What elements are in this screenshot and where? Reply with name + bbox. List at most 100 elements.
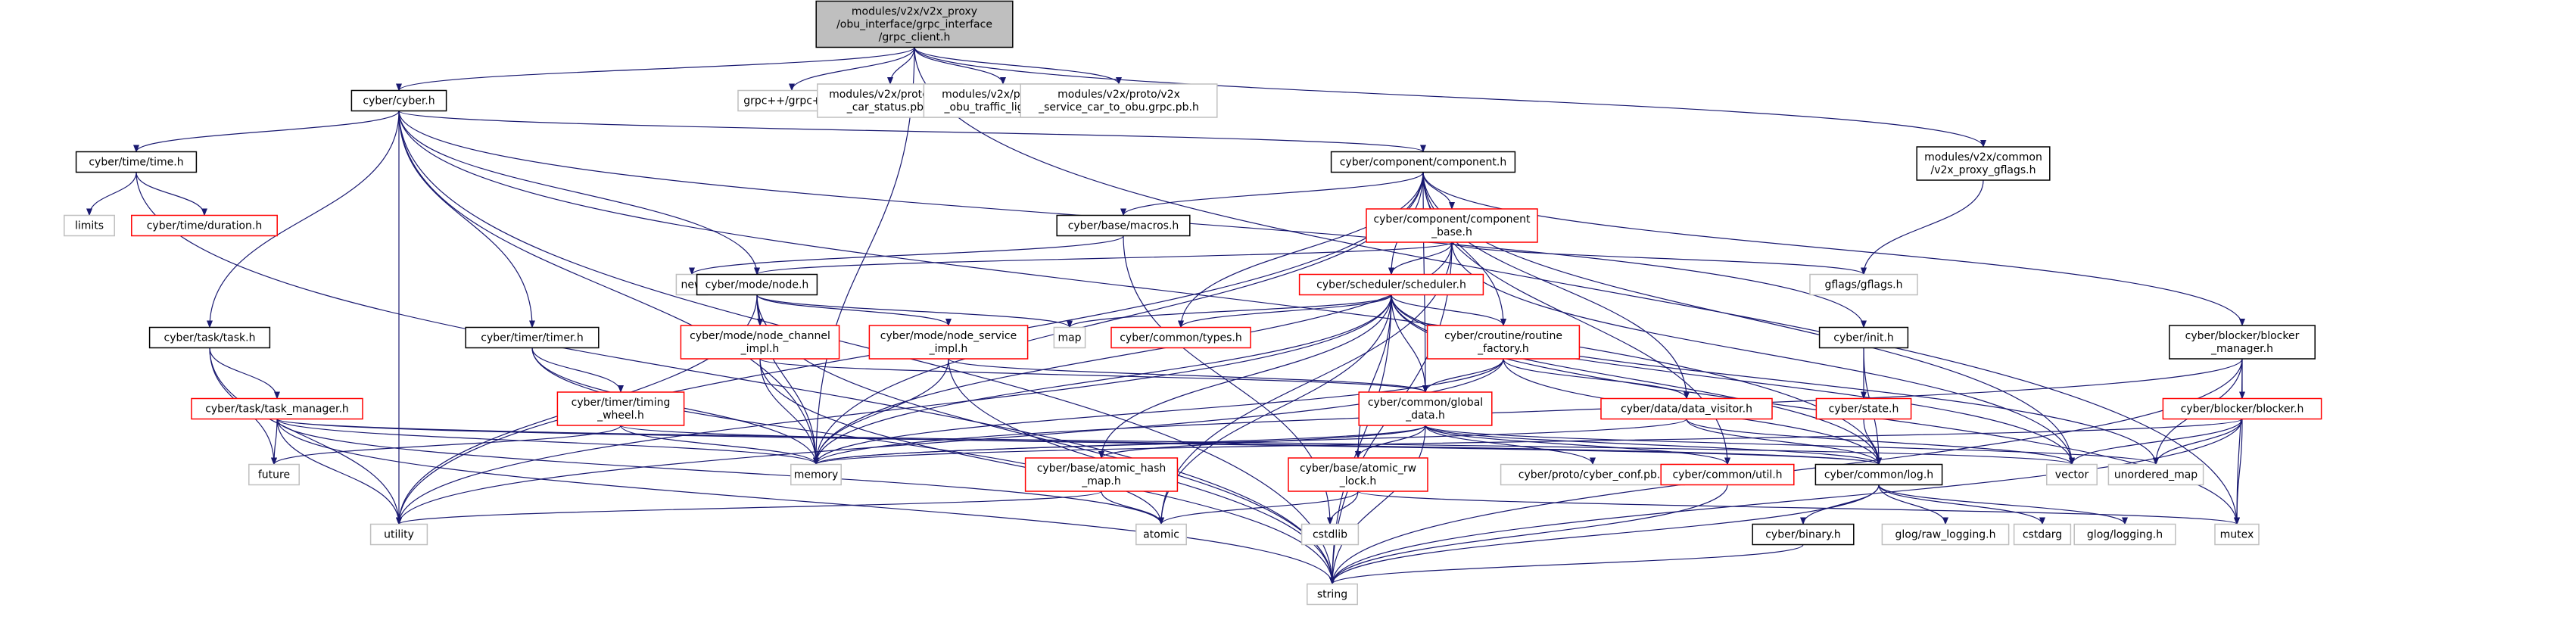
node-types-h[interactable]: cyber/common/types.h (1110, 326, 1251, 349)
node-label-line: utility (384, 529, 414, 541)
node-atomic-rw-lock[interactable]: cyber/base/atomic_rw_lock.h (1288, 457, 1428, 492)
node-root[interactable]: modules/v2x/v2x_proxy/obu_interface/grpc… (815, 0, 1014, 48)
edge-node-service-to-memory (813, 358, 949, 466)
node-box (1307, 583, 1358, 606)
node-node-h[interactable]: cyber/mode/node.h (696, 273, 818, 296)
node-gflags: gflags/gflags.h (1809, 273, 1918, 296)
node-atomic-hash-map[interactable]: cyber/base/atomic_hash_map.h (1024, 457, 1179, 492)
edge-scheduler-h-to-types-h (1178, 294, 1392, 329)
node-box (2073, 523, 2176, 546)
node-label-line: memory (794, 469, 839, 481)
edge-cyber-h-to-node-h (398, 111, 760, 276)
edge-scheduler-h-to-atomic-hash-map (1098, 294, 1392, 459)
node-cyber-h[interactable]: cyber/cyber.h (350, 89, 447, 112)
node-label-line: cyber/mode/node_channel (690, 330, 830, 342)
node-label-line: cyber/data/data_visitor.h (1621, 403, 1752, 416)
edge-component-h-to-blocker-manager (1422, 172, 2245, 326)
node-label-line: /grpc_client.h (879, 32, 951, 44)
node-task-h[interactable]: cyber/task/task.h (148, 326, 271, 349)
node-duration-h[interactable]: cyber/time/duration.h (131, 214, 278, 237)
node-label-line: cyber/base/atomic_rw (1300, 462, 1416, 475)
node-label-line: vector (2055, 469, 2089, 481)
node-macros-h[interactable]: cyber/base/macros.h (1056, 214, 1191, 237)
node-box (1110, 326, 1251, 349)
edge-global-data-to-string (1329, 425, 1426, 585)
node-binary-h[interactable]: cyber/binary.h (1752, 523, 1855, 546)
edge-routine-factory-to-global-data (1422, 358, 1504, 393)
edge-atomic-hash-map-to-atomic (1101, 491, 1164, 525)
edge-cyber-h-to-log-h (398, 111, 1882, 466)
node-box (1056, 214, 1191, 237)
node-node-channel[interactable]: cyber/mode/node_channel_impl.h (680, 325, 840, 360)
node-box (1366, 208, 1538, 243)
node-label-line: cyber/blocker/blocker.h (2181, 403, 2304, 416)
edge-blocker-manager-to-mutex (2234, 358, 2243, 525)
node-box (815, 0, 1014, 48)
node-blocker-h[interactable]: cyber/blocker/blocker.h (2162, 397, 2322, 420)
edge-atomic-rw-lock-to-atomic (1158, 491, 1359, 525)
node-log-h[interactable]: cyber/common/log.h (1814, 463, 1943, 486)
node-label-line: cyber/cyber.h (363, 95, 435, 107)
node-blocker-manager[interactable]: cyber/blocker/blocker_manager.h (2169, 325, 2316, 360)
node-scheduler-h[interactable]: cyber/scheduler/scheduler.h (1298, 273, 1484, 296)
edge-root-to-mutex (914, 47, 2240, 525)
node-cyber-conf: cyber/proto/cyber_conf.pb.h (1500, 463, 1686, 486)
edge-task-manager-to-vector (276, 418, 2075, 466)
node-label-line: cyber/init.h (1833, 332, 1893, 344)
node-label-line: _lock.h (1339, 475, 1377, 487)
edge-routine-factory-to-data-visitor (1503, 358, 1690, 400)
node-data-visitor[interactable]: cyber/data/data_visitor.h (1600, 397, 1773, 420)
edge-time-h-to-string (135, 172, 1335, 585)
node-label-line: _base.h (1431, 226, 1472, 238)
node-label-line: glog/raw_logging.h (1895, 529, 1996, 541)
edge-root-to-car-status (887, 47, 915, 85)
node-box (2169, 325, 2316, 360)
node-label-line: cstdarg (2023, 529, 2062, 541)
node-timing-wheel[interactable]: cyber/timer/timing_wheel.h (556, 391, 685, 426)
node-label-line: modules/v2x/common (1924, 151, 2042, 164)
edge-v2x-gflags-to-gflags (1861, 179, 1984, 276)
node-label-line: grpc++/grpc++.h (743, 95, 839, 107)
node-v2x-gflags[interactable]: modules/v2x/common/v2x_proxy_gflags.h (1916, 146, 2051, 181)
node-label-line: cyber/common/global (1368, 397, 1483, 409)
node-component-h[interactable]: cyber/component/component.h (1330, 151, 1516, 173)
edge-root-to-traffic-light (914, 47, 1006, 85)
node-label-line: limits (75, 220, 104, 232)
nodes-layer: modules/v2x/v2x_proxy/obu_interface/grpc… (64, 0, 2322, 606)
node-box (1814, 463, 1943, 486)
node-util-h[interactable]: cyber/common/util.h (1660, 463, 1795, 486)
edges-layer (86, 46, 2245, 585)
edge-global-data-to-cyber-conf (1425, 425, 1596, 466)
node-label-line: cyber/base/atomic_hash (1037, 462, 1167, 475)
edge-task-h-to-task-manager (209, 347, 280, 400)
edge-root-to-v2x-gflags (914, 47, 1986, 148)
edge-blocker-h-to-mutex (2234, 419, 2243, 525)
node-box (696, 273, 818, 296)
node-cstdarg: cstdarg (2013, 523, 2072, 546)
edge-scheduler-h-to-log-h (1391, 294, 1882, 466)
node-limits: limits (64, 214, 115, 237)
edge-root-to-grpcpp (789, 47, 915, 92)
node-label-line: modules/v2x/v2x_proxy (852, 6, 977, 18)
edge-atomic-rw-lock-to-mutex (1357, 491, 2240, 525)
node-label-line: _factory.h (1477, 343, 1529, 355)
node-init-h[interactable]: cyber/init.h (1818, 326, 1909, 349)
node-routine-factory[interactable]: cyber/croutine/routine_factory.h (1426, 325, 1581, 360)
edge-scheduler-h-to-memory (813, 294, 1392, 466)
node-task-manager[interactable]: cyber/task/task_manager.h (191, 397, 363, 420)
edge-atomic-hash-map-to-utility (396, 491, 1102, 525)
node-glog-logging: glog/logging.h (2073, 523, 2176, 546)
node-component-base[interactable]: cyber/component/component_base.h (1366, 208, 1538, 243)
node-global-data[interactable]: cyber/common/global_data.h (1358, 391, 1493, 426)
node-box (131, 214, 278, 237)
edge-log-h-to-raw-logging (1878, 484, 1948, 525)
node-timer-h[interactable]: cyber/timer/timer.h (465, 326, 600, 349)
node-node-service[interactable]: cyber/mode/node_service_impl.h (868, 325, 1029, 360)
edge-node-channel-to-global-data (759, 358, 1428, 393)
edge-scheduler-h-to-map (1067, 294, 1392, 329)
node-state-h[interactable]: cyber/state.h (1815, 397, 1912, 420)
node-label-line: _service_car_to_obu.grpc.pb.h (1038, 101, 1199, 114)
node-time-h[interactable]: cyber/time/time.h (75, 151, 198, 173)
node-label-line: _data.h (1405, 410, 1445, 422)
node-label-line: future (258, 469, 290, 481)
